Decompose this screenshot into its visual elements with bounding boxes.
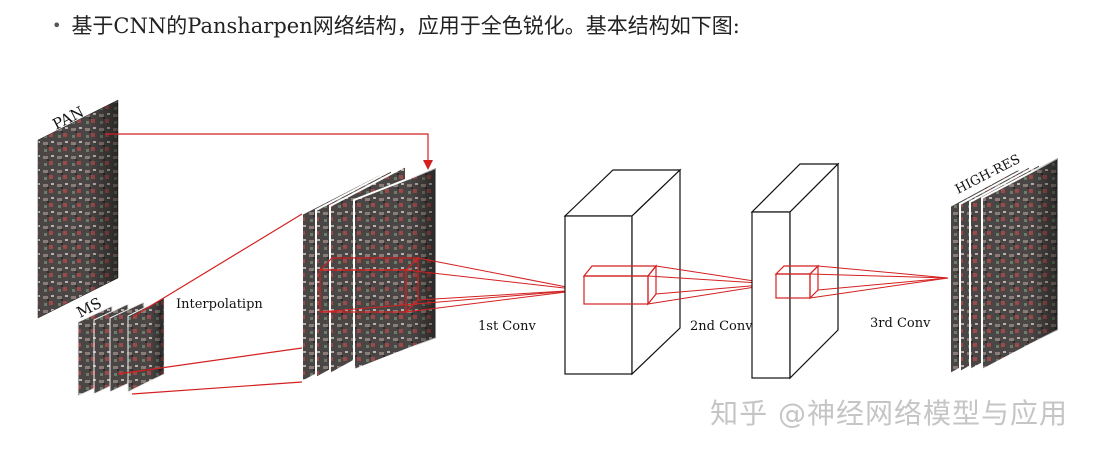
watermark-text: 知乎 @神经网络模型与应用 — [710, 397, 1068, 430]
conv1-label: 1st Conv — [478, 319, 536, 334]
interpolation-label: Interpolatipn — [176, 297, 263, 312]
pan-image — [37, 99, 119, 319]
interpolated-image-stack — [301, 164, 437, 384]
output-image-stack — [949, 156, 1059, 376]
heading-text: 基于CNN的Pansharpen网络结构，应用于全色锐化。基本结构如下图: — [71, 14, 740, 38]
rays-to-conv1 — [319, 257, 583, 313]
pan-to-stack-arrow — [106, 133, 433, 170]
ms-to-stack-lines — [117, 213, 303, 395]
ms-image-stack — [77, 297, 165, 397]
rays-to-output — [809, 265, 949, 299]
conv1-block — [563, 168, 682, 376]
bullet-icon: • — [52, 16, 62, 35]
conv2-block — [750, 162, 840, 380]
conv2-label: 2nd Conv — [690, 319, 753, 334]
heading-line: • 基于CNN的Pansharpen网络结构，应用于全色锐化。基本结构如下图: — [52, 10, 740, 40]
conv3-label: 3rd Conv — [870, 316, 931, 331]
